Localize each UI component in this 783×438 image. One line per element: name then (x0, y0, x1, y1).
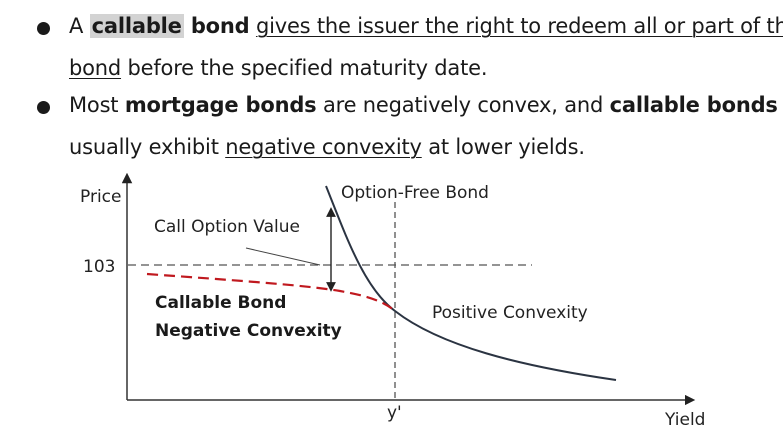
price-tick-103: 103 (83, 257, 115, 277)
callable-bond-label: Callable Bond (155, 293, 286, 313)
y-prime-tick: y' (387, 403, 402, 423)
call-option-value-label: Call Option Value (154, 217, 300, 237)
text-a: A (69, 14, 90, 38)
bold-term: bond (183, 14, 250, 38)
y-axis-label: Price (80, 187, 121, 207)
text-mid: are negatively convex, and (316, 93, 610, 117)
negative-convexity-label: Negative Convexity (155, 321, 342, 341)
bullet-1-line-2: bond before the specified maturity date. (69, 56, 488, 80)
bullet-dot (37, 101, 50, 114)
bold-term-callable: callable bonds (609, 93, 778, 117)
text-rest: before the specified maturity date. (121, 56, 488, 80)
text-b: at lower yields. (421, 135, 585, 159)
option-free-bond-label: Option-Free Bond (341, 183, 489, 203)
bullet-2-line-1: Most mortgage bonds are negatively conve… (69, 93, 778, 117)
bullet-dot (37, 22, 50, 35)
underlined-definition: gives the issuer the right to redeem all… (255, 14, 783, 38)
x-axis-label: Yield (664, 410, 705, 430)
highlighted-term: callable (89, 14, 184, 38)
underlined-term: negative convexity (225, 135, 422, 159)
bullet-1-line-1: A callable bond gives the issuer the rig… (69, 14, 783, 38)
positive-convexity-label: Positive Convexity (432, 303, 588, 323)
option-free-bond-curve (325, 185, 617, 381)
text-a: usually exhibit (69, 135, 226, 159)
callable-bond-curve (146, 272, 396, 312)
bold-term-mortgage: mortgage bonds (124, 93, 317, 117)
text-a: Most (69, 93, 125, 117)
call-option-pointer-line (245, 247, 321, 266)
underlined-definition-cont: bond (69, 56, 122, 80)
bullet-2-line-2: usually exhibit negative convexity at lo… (69, 135, 585, 159)
